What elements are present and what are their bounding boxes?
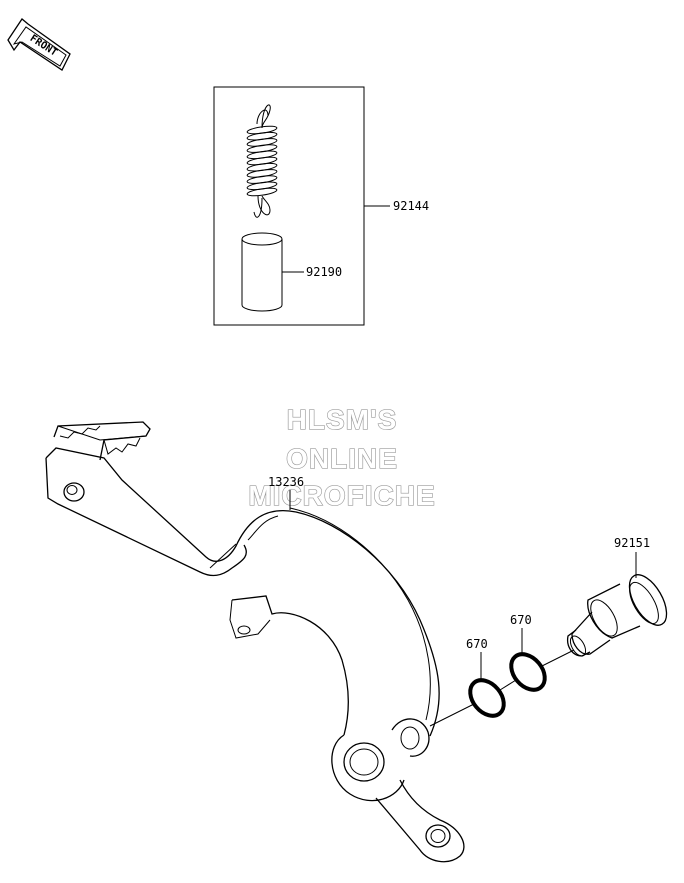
- watermark-line-3: MICROFICHE: [248, 480, 435, 511]
- pivot-bolt-icon: [566, 552, 668, 657]
- watermark: HLSM'S ONLINE MICROFICHE: [248, 403, 436, 511]
- part-label-92190: 92190: [306, 265, 342, 279]
- watermark-line-1: HLSM'S: [287, 404, 398, 435]
- spring-coil: [246, 181, 278, 191]
- front-label: FRONT: [28, 33, 59, 59]
- part-label-670-outer: 670: [466, 637, 488, 651]
- o-ring-outer-icon: [468, 652, 506, 718]
- part-label-92144: 92144: [393, 199, 429, 213]
- spring-coil: [246, 187, 278, 197]
- spring-coil: [246, 150, 278, 160]
- o-ring-inner-icon: [509, 628, 547, 692]
- spring-coil: [246, 144, 278, 153]
- spring-coil: [246, 169, 278, 178]
- spring-coil: [246, 162, 278, 172]
- spring-coil: [246, 125, 278, 135]
- collar-icon: [241, 232, 283, 312]
- part-label-92151: 92151: [614, 536, 650, 550]
- spring-coil: [246, 131, 278, 141]
- brake-pedal-drawing: [45, 421, 465, 863]
- watermark-line-2: ONLINE: [286, 443, 398, 474]
- spring-set-box: [213, 86, 390, 326]
- part-label-13236: 13236: [268, 475, 304, 489]
- spring-coil: [246, 156, 278, 166]
- spring-icon: [246, 104, 278, 218]
- spring-coil: [246, 138, 278, 147]
- part-label-670-inner: 670: [510, 613, 532, 627]
- spring-coil: [246, 175, 278, 184]
- front-arrow-badge: FRONT: [7, 18, 71, 71]
